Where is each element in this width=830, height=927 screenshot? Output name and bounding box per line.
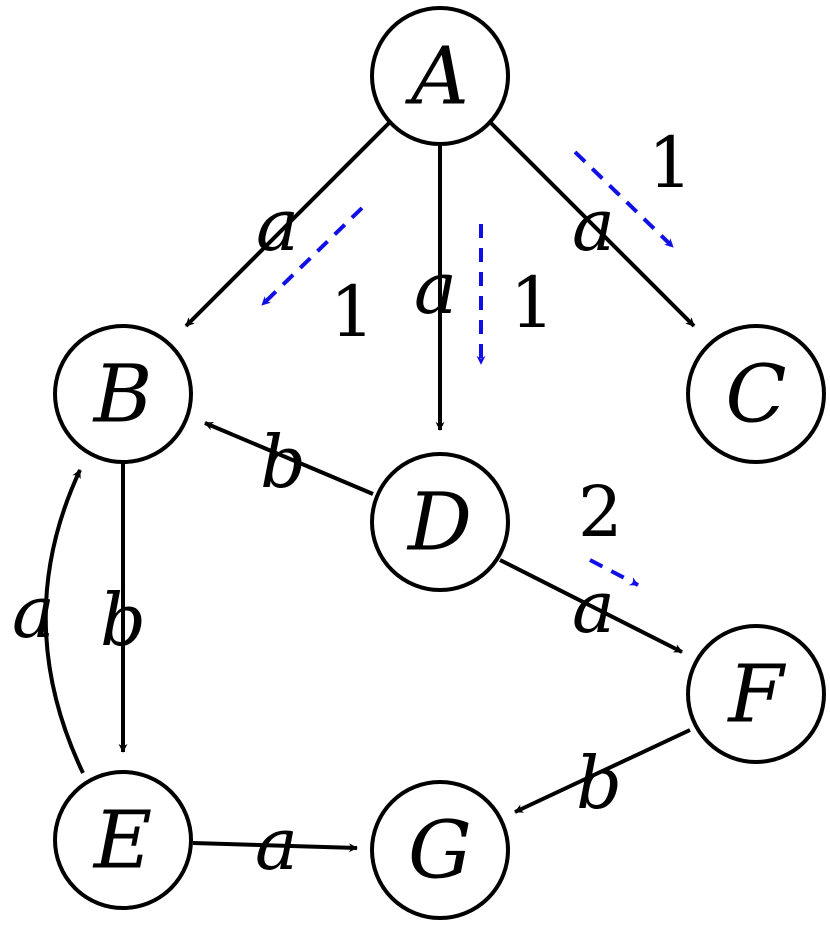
node-b: B [53,324,193,464]
node-label-f: F [726,648,786,741]
edge-label-d-f: a [572,565,615,649]
hint-arrow-d-f [589,558,639,587]
node-g: G [370,780,510,920]
edge-label-a-b: a [256,183,299,267]
edge-label-e-b: a [12,570,55,654]
edge-e-to-b [43,469,85,774]
node-d: D [370,452,510,592]
edge-label-a-d: a [414,246,457,330]
edge-label-f-g: b [576,741,622,825]
node-label-g: G [408,804,472,897]
edge-label-e-g: a [255,802,298,886]
node-label-a: A [404,30,469,123]
hint-label-a-c: 1 [648,122,693,204]
edge-label-a-c: a [572,183,615,267]
edge-d-to-b [204,421,374,496]
node-label-c: C [725,348,786,441]
node-e: E [53,770,193,910]
hint-label-a-b: 1 [330,271,375,353]
node-label-d: D [406,476,472,569]
hint-labels: 1 1 1 2 [330,122,693,553]
edge-d-to-f [499,558,683,654]
hint-label-d-f: 2 [578,471,623,553]
node-a: A [370,6,510,146]
edge-f-to-g [514,728,691,814]
node-c: C [686,324,826,464]
edge-label-d-b: b [260,420,306,504]
edges [43,121,696,853]
edge-labels: a a a b a b a a b [12,183,622,886]
edge-a-to-c [489,121,696,328]
nodes: A B C D E F G [53,6,826,920]
edge-a-to-b [184,121,391,328]
node-label-b: B [92,348,153,441]
edge-e-to-g [192,841,358,853]
node-f: F [686,624,826,764]
node-label-e: E [92,794,152,887]
edge-label-b-e: b [100,578,146,662]
hint-arrows [260,150,675,587]
hint-label-a-d: 1 [510,262,555,344]
